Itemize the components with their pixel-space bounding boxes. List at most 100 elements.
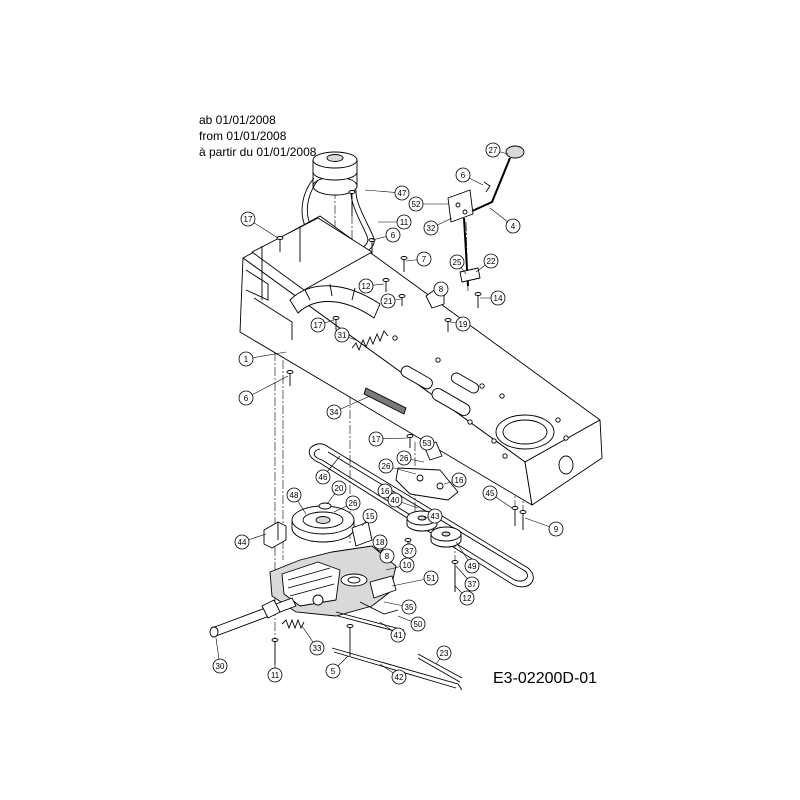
callout-number: 12 — [463, 594, 472, 603]
callout-number: 16 — [381, 487, 390, 496]
callout-circle — [490, 290, 506, 306]
callout-number: 45 — [486, 489, 495, 498]
callout-circle — [325, 663, 341, 679]
callout-circle — [390, 627, 406, 643]
callout-circle — [482, 485, 498, 501]
callout-circle — [331, 480, 347, 496]
drive-belt — [308, 443, 534, 588]
frame-large-hole — [495, 414, 555, 450]
callout-12: 12 — [454, 585, 475, 606]
callout-17: 17 — [310, 317, 335, 333]
callout-17: 17 — [368, 431, 409, 447]
callout-circle — [433, 281, 449, 297]
callout-circle — [377, 483, 393, 499]
callout-6: 6 — [455, 167, 484, 186]
rod-42 — [331, 647, 463, 691]
callout-number: 30 — [216, 662, 225, 671]
callout-1: 1 — [238, 351, 287, 367]
callout-circle — [334, 327, 350, 343]
callout-circle — [419, 435, 435, 451]
callout-53: 53 — [419, 435, 435, 451]
callout-circle — [464, 558, 480, 574]
callout-50: 50 — [397, 615, 426, 632]
callout-42: 42 — [379, 663, 407, 685]
callout-number: 4 — [511, 222, 516, 231]
callout-number: 11 — [271, 671, 280, 680]
drawing-number: E3-02200D-01 — [493, 670, 597, 687]
callout-circle — [362, 508, 378, 524]
rod-41 — [335, 611, 405, 631]
callout-number: 6 — [461, 171, 466, 180]
callout-number: 17 — [314, 321, 323, 330]
callout-number: 15 — [366, 512, 375, 521]
callout-number: 37 — [405, 547, 414, 556]
callout-number: 8 — [439, 285, 444, 294]
callout-circle — [399, 557, 415, 573]
transaxle — [269, 545, 397, 617]
callout-number: 32 — [427, 224, 436, 233]
callout-6: 6 — [371, 227, 401, 243]
callout-circle — [379, 548, 395, 564]
callout-44: 44 — [234, 533, 267, 550]
engine-pulley — [312, 151, 358, 196]
callout-circle — [396, 214, 412, 230]
callout-number: 33 — [313, 644, 322, 653]
date-note-de: ab 01/01/2008 — [199, 113, 276, 127]
callout-5: 5 — [325, 655, 349, 679]
callout-circle — [396, 450, 412, 466]
callout-circle — [372, 534, 388, 550]
tension-spring — [351, 330, 389, 352]
frame-slot — [431, 388, 471, 416]
callout-34: 34 — [326, 395, 371, 420]
callout-number: 46 — [319, 473, 328, 482]
date-note-en: from 01/01/2008 — [199, 129, 287, 143]
callout-number: 26 — [349, 499, 358, 508]
callout-circle — [455, 316, 471, 332]
callout-number: 26 — [400, 454, 409, 463]
callout-circle — [464, 576, 480, 592]
callout-26: 26 — [378, 458, 417, 475]
idler-pulley-49 — [430, 526, 462, 592]
callout-circle — [416, 251, 432, 267]
callout-number: 42 — [395, 673, 404, 682]
callout-number: 53 — [423, 439, 432, 448]
callout-32: 32 — [423, 217, 453, 236]
callout-number: 35 — [405, 603, 414, 612]
callout-43: 43 — [423, 508, 443, 524]
callout-circle — [455, 167, 471, 183]
callout-number: 20 — [335, 484, 344, 493]
callout-number: 11 — [400, 218, 409, 227]
callout-number: 8 — [385, 552, 390, 561]
callout-number: 41 — [394, 631, 403, 640]
callout-number: 50 — [414, 620, 423, 629]
callout-26: 26 — [396, 450, 425, 466]
frame-end-hole — [558, 455, 574, 475]
callout-circle — [385, 227, 401, 243]
callout-number: 40 — [391, 496, 400, 505]
callout-circle — [459, 590, 475, 606]
callout-45: 45 — [482, 485, 513, 509]
callout-22: 22 — [475, 253, 499, 273]
support-bar — [363, 387, 407, 415]
callout-number: 14 — [494, 294, 503, 303]
callout-number: 52 — [412, 200, 421, 209]
callout-37: 37 — [455, 565, 480, 592]
callout-35: 35 — [383, 599, 417, 615]
callout-circle — [451, 472, 467, 488]
callout-31: 31 — [334, 327, 357, 343]
callout-number: 48 — [290, 491, 299, 500]
callout-circle — [436, 645, 452, 661]
callout-18: 18 — [372, 534, 388, 550]
callout-circle — [368, 431, 384, 447]
callout-9: 9 — [524, 517, 564, 537]
callout-8: 8 — [433, 281, 449, 297]
callout-25: 25 — [449, 254, 467, 275]
rod-23 — [417, 653, 463, 679]
callout-number: 22 — [487, 257, 496, 266]
callout-number: 7 — [422, 255, 427, 264]
callout-number: 10 — [403, 561, 412, 570]
callout-circle — [238, 351, 254, 367]
callout-number: 25 — [453, 258, 462, 267]
callout-40: 40 — [387, 492, 419, 509]
callout-circle — [310, 317, 326, 333]
